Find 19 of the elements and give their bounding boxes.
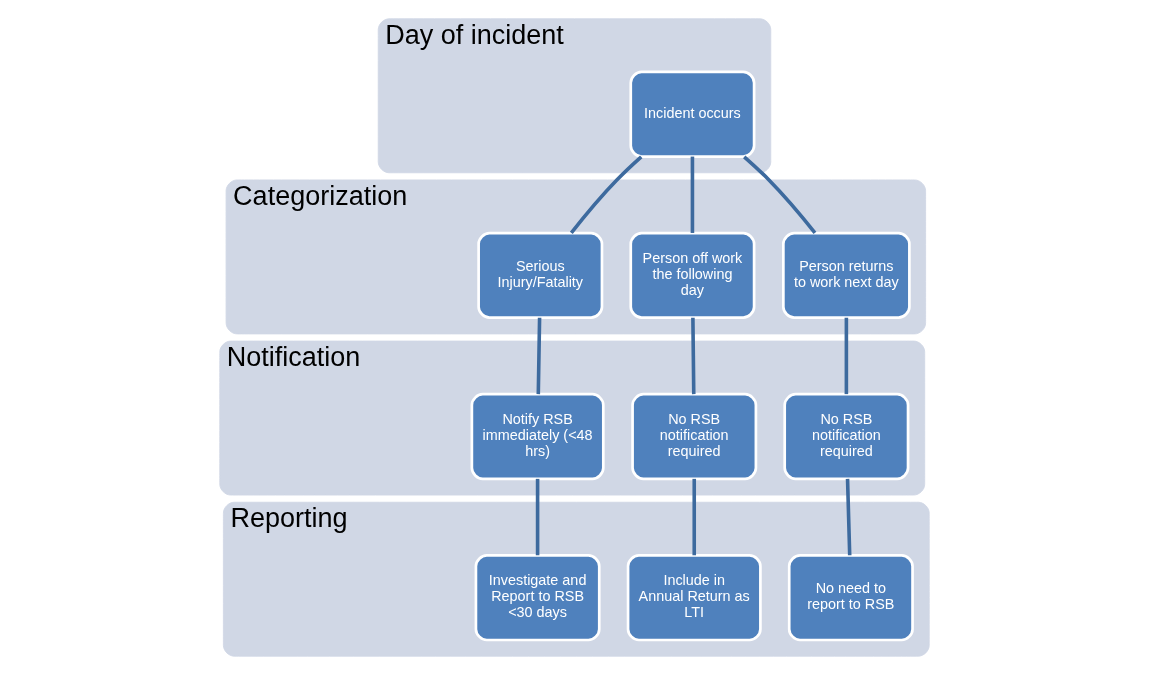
node-box: Person returns to work next day	[782, 231, 911, 320]
node-box: No need to report to RSB	[787, 554, 914, 642]
node-box: Person off work the following day	[629, 231, 756, 320]
connector	[845, 478, 852, 556]
node-box: Serious Injury/Fatality	[477, 231, 604, 320]
connector	[569, 155, 643, 234]
connector	[692, 478, 697, 556]
node-box: Include in Annual Return as LTI	[626, 554, 762, 642]
connector	[844, 317, 849, 395]
node-box: No RSB notification required	[631, 392, 758, 481]
node-box: Incident occurs	[629, 70, 756, 158]
connector	[691, 317, 696, 395]
node-box: No RSB notification required	[783, 392, 910, 481]
connector	[743, 155, 817, 234]
connector	[535, 478, 540, 556]
node-box: Investigate and Report to RSB <30 days	[474, 554, 601, 642]
connector	[536, 317, 542, 395]
connector	[690, 156, 695, 233]
node-box: Notify RSB immediately (<48 hrs)	[470, 392, 605, 481]
